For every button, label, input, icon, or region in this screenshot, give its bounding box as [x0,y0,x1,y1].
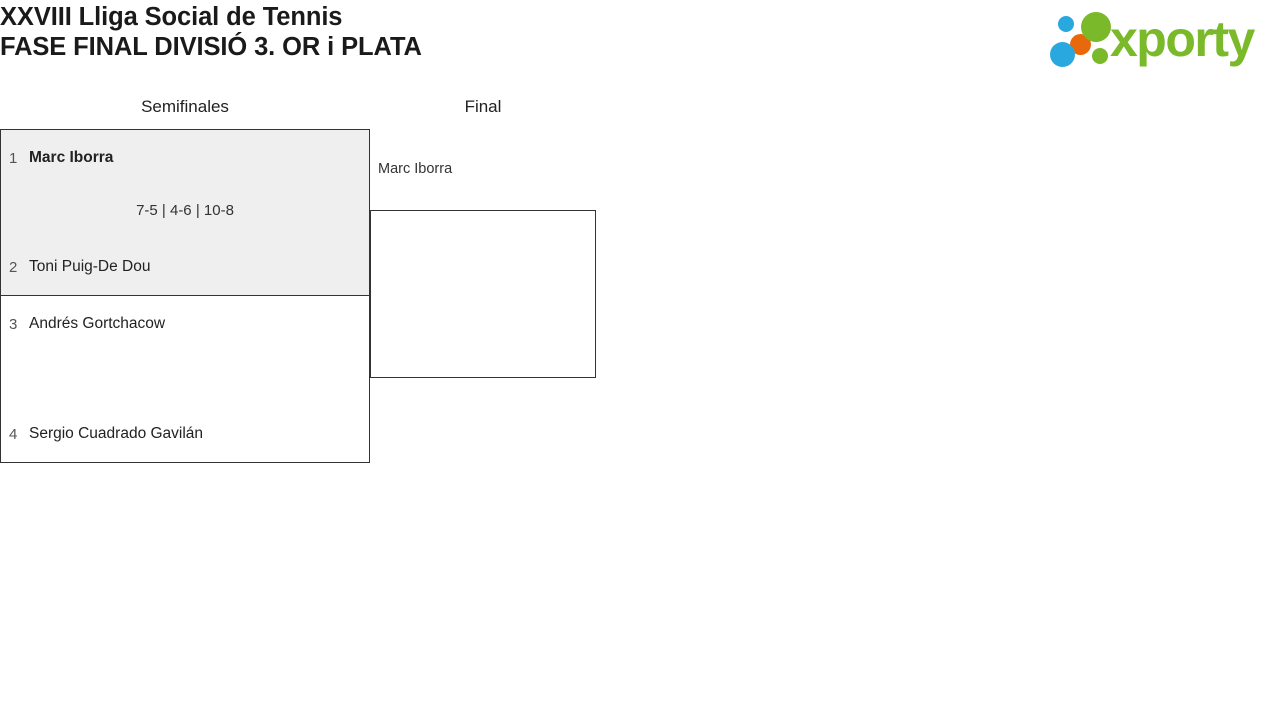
player-name: Sergio Cuadrado Gavilán [29,425,204,442]
match-player-top[interactable]: 3 Andrés Gortchacow [1,313,369,335]
logo-dots-icon [1048,12,1111,68]
match-player-bottom[interactable]: 2 Toni Puig-De Dou [1,256,369,278]
player-seed: 2 [9,258,18,276]
match-score: 7-5 | 4-6 | 10-8 [136,202,234,219]
logo-wordmark: xporty [1110,11,1255,67]
match-player-top[interactable] [371,228,595,250]
tournament-title-line-2: FASE FINAL DIVISIÓ 3. OR i PLATA [0,33,422,61]
final-advanced-player: Marc Iborra [378,161,453,177]
player-seed: 4 [9,425,18,443]
round-header-final: Final [464,97,502,116]
player-name: Toni Puig-De Dou [29,258,151,275]
match-player-bottom[interactable]: 4 Sergio Cuadrado Gavilán [1,423,369,445]
player-seed: 1 [9,149,18,167]
match-semifinal-2[interactable]: 3 Andrés Gortchacow 4 Sergio Cuadrado Ga… [0,295,370,463]
player-name: Andrés Gortchacow [29,315,166,332]
dot-orange-icon [1070,34,1091,55]
match-final[interactable] [370,210,596,378]
page-header: XXVIII Lliga Social de Tennis FASE FINAL… [0,0,1280,90]
tournament-title: XXVIII Lliga Social de Tennis FASE FINAL… [0,2,422,62]
match-player-bottom[interactable] [371,338,595,360]
match-player-top[interactable]: 1 Marc Iborra [1,147,369,169]
player-name: Marc Iborra [29,149,114,166]
dot-blue-small-icon [1058,16,1074,32]
tournament-title-line-1: XXVIII Lliga Social de Tennis [0,3,343,31]
dot-blue-large-icon [1050,42,1075,67]
round-header-semifinales: Semifinales [141,97,229,116]
player-seed: 3 [9,315,18,333]
match-semifinal-1[interactable]: 1 Marc Iborra 7-5 | 4-6 | 10-8 2 Toni Pu… [0,129,370,296]
dot-green-large-icon [1081,12,1111,42]
dot-green-small-icon [1092,48,1108,64]
xporty-logo[interactable]: xporty [1048,8,1278,70]
